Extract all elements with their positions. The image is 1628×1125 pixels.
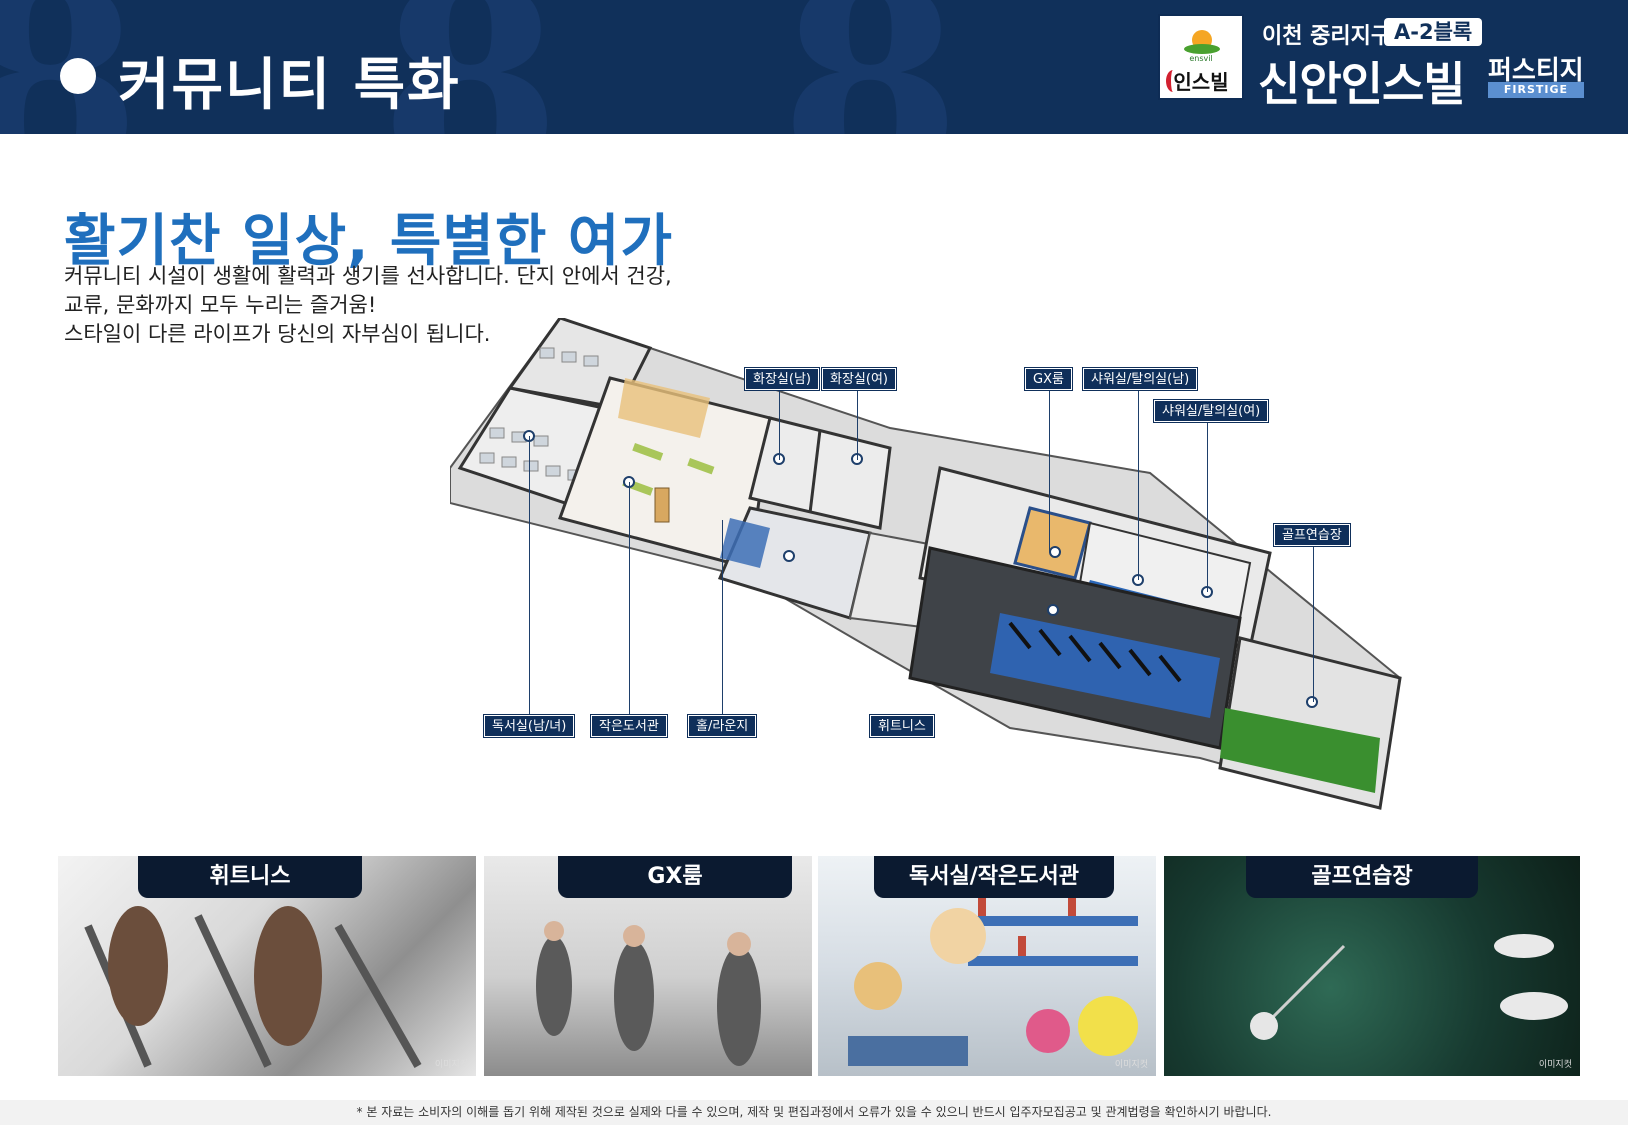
description-line: 커뮤니티 시설이 생활에 활력과 생기를 선사합니다. 단지 안에서 건강,: [64, 264, 672, 288]
community-floor-plan: [449, 316, 1460, 848]
photo-tab-golf: 골프연습장: [1246, 856, 1478, 898]
brand-english: FIRSTIGE: [1488, 82, 1584, 98]
photo-tab-fitness: 휘트니스: [138, 856, 362, 898]
golf-photo: 골프연습장 이미지컷: [1164, 856, 1580, 1076]
section-description: 커뮤니티 시설이 생활에 활력과 생기를 선사합니다. 단지 안에서 건강, 교…: [64, 262, 672, 349]
section-headline: 활기찬 일상, 특별한 여가: [64, 209, 673, 274]
photo-tab-library: 독서실/작은도서관: [874, 856, 1114, 898]
label-library: 작은도서관: [591, 715, 667, 737]
description-line: 교류, 문화까지 모두 누리는 즐거움!: [64, 293, 377, 317]
brand-name: 신안인스빌: [1258, 57, 1466, 111]
image-cut-note: 이미지컷: [1538, 1060, 1572, 1070]
label-fitness: 휘트니스: [870, 715, 934, 737]
label-shower-male: 샤워실/탈의실(남): [1083, 368, 1198, 390]
page-title: 커뮤니티 특화: [118, 53, 461, 118]
leader-line: [1049, 390, 1050, 552]
block-badge: A-2블록: [1384, 18, 1483, 46]
image-cut-note: 이미지컷: [1114, 1060, 1148, 1070]
label-study-room: 독서실(남/녀): [484, 715, 575, 737]
description-line: 스타일이 다른 라이프가 당신의 자부심이 됩니다.: [64, 322, 491, 346]
header-background-pattern: 8: [780, 0, 961, 134]
label-restroom-male: 화장실(남): [745, 368, 819, 390]
label-restroom-female: 화장실(여): [822, 368, 896, 390]
leader-line: [779, 390, 780, 460]
leader-line: [1313, 546, 1314, 702]
treadmill-illustration: [84, 906, 422, 1068]
leader-line: [722, 520, 723, 726]
logo-english: ensvil: [1189, 54, 1213, 63]
leaf-icon: [1184, 44, 1220, 54]
label-gx-room: GX룸: [1025, 368, 1072, 390]
label-lounge: 홀/라운지: [688, 715, 757, 737]
photo-tab-gx-room: GX룸: [558, 856, 792, 898]
page-header: 8 8 8 커뮤니티 특화 ensvil 인스빌 이천 중리지구 A-2블록 신…: [0, 0, 1628, 134]
header-background-pattern: 8: [380, 0, 561, 134]
disclaimer-footer: * 본 자료는 소비자의 이해를 돕기 위해 제작된 것으로 실제와 다를 수 …: [0, 1100, 1628, 1125]
bullet-icon: [60, 58, 96, 94]
yoga-illustration: [536, 921, 761, 1066]
image-cut-note: 이미지컷: [434, 1060, 468, 1070]
label-golf: 골프연습장: [1274, 524, 1350, 546]
brand-line: 퍼스티지: [1488, 56, 1584, 86]
leader-line: [529, 436, 530, 726]
leader-line: [1207, 422, 1208, 592]
floor-plan-illustration: [449, 316, 1402, 810]
reading-illustration: [848, 896, 1138, 1066]
brand-location: 이천 중리지구: [1262, 24, 1392, 49]
fitness-photo: 휘트니스 이미지컷: [58, 856, 476, 1076]
library-photo: 독서실/작은도서관 이미지컷: [818, 856, 1156, 1076]
leader-line: [629, 482, 630, 726]
label-shower-female: 샤워실/탈의실(여): [1154, 400, 1269, 422]
brand-logo: ensvil 인스빌: [1158, 14, 1244, 100]
gx-room-photo: GX룸: [484, 856, 812, 1076]
swoosh-icon: [1166, 70, 1180, 92]
leader-line: [857, 390, 858, 460]
leader-line: [1138, 390, 1139, 580]
golf-ball-illustration: [1250, 934, 1568, 1040]
logo-text: 인스빌: [1173, 70, 1229, 94]
